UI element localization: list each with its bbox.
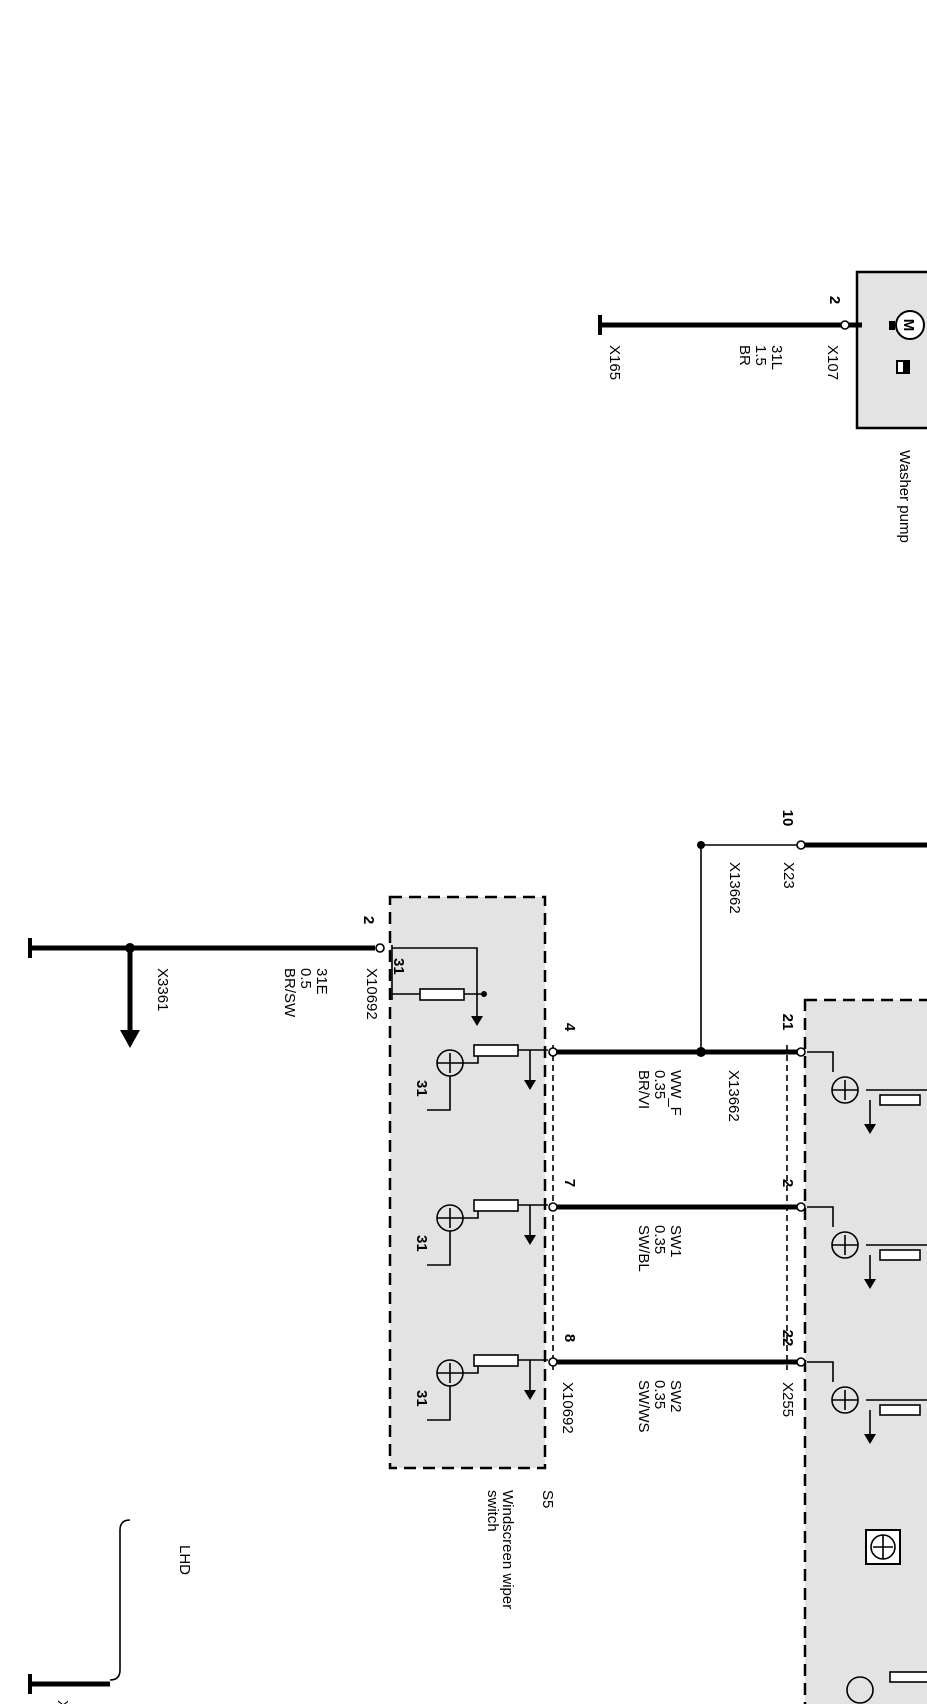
module-connector: X255 — [779, 1382, 796, 1417]
module-transistor-1 — [807, 1051, 927, 1134]
washer-pump-title: Washer pump — [896, 450, 913, 543]
signal-wires: 4 21 X13662 WW_F 0.35 BR/VI 7 2 SW1 0.35… — [548, 1014, 806, 1434]
motor-icon: M — [889, 310, 925, 340]
connector-pin-icon — [796, 840, 806, 850]
transistor-terminal: 31 — [413, 1235, 430, 1252]
washer-pump-pin: 2 — [826, 296, 843, 304]
switch-ground-wire-group: 2 X10692 31E 0.5 BR/SW X3361 — [28, 916, 385, 1048]
wiper-switch-box — [388, 895, 547, 1470]
lhd-note: LHD X — [28, 1519, 193, 1704]
switch-code: S5 — [539, 1490, 556, 1508]
switch-ground-circuit: 31 — [390, 945, 487, 1026]
switch-transistor-1: 31 — [413, 1044, 548, 1111]
switch-bottom-connector: X10692 — [559, 1382, 576, 1434]
switch-name-line2: switch — [484, 1490, 501, 1532]
washer-pump-wire-color: BR — [736, 345, 753, 366]
wire-sw1: 7 2 SW1 0.35 SW/BL — [548, 1179, 806, 1272]
switch-pin-8: 8 — [561, 1334, 578, 1342]
x23-splice: X13662 — [726, 862, 743, 914]
switch-ground-splice: X3361 — [154, 968, 171, 1011]
module-transistor-3 — [807, 1361, 927, 1444]
switch-ground-wire-size: 0.5 — [297, 968, 314, 989]
module-pin-2: 2 — [779, 1179, 796, 1187]
wire-2-size: 0.35 — [651, 1225, 668, 1254]
control-module — [803, 998, 927, 1704]
x23-connector: X23 — [780, 862, 797, 889]
wiper-switch: 31 31 31 3 — [388, 895, 556, 1609]
wire-1-size: 0.35 — [651, 1070, 668, 1099]
wire-1-splice: X13662 — [725, 1070, 742, 1122]
lhd-bracket — [109, 1519, 131, 1681]
module-pin-22: 22 — [779, 1330, 796, 1347]
washer-pump-section: M 2 X107 31L 1.5 BR X165 Washer pump — [598, 270, 927, 543]
transistor-terminal: 31 — [413, 1390, 430, 1407]
switch-name-line1: Windscreen wiper — [499, 1490, 516, 1609]
pump-symbol-icon — [896, 360, 910, 374]
module-transistor-4 — [846, 1671, 927, 1704]
washer-pump-component — [855, 270, 927, 430]
washer-pump-ground-label: X165 — [606, 345, 623, 380]
switch-transistor-3: 31 — [413, 1354, 548, 1421]
washer-pump-wire-id: 31L — [768, 345, 785, 370]
module-transistor-2 — [807, 1206, 927, 1289]
wire-2-id: SW1 — [667, 1225, 684, 1258]
switch-ground-pin: 2 — [360, 916, 377, 924]
control-unit-icon — [865, 1529, 901, 1565]
switch-ground-connector: X10692 — [363, 968, 380, 1020]
lhd-label: LHD — [176, 1545, 193, 1575]
wire-3-size: 0.35 — [651, 1380, 668, 1409]
wire-2-color: SW/BL — [635, 1225, 652, 1272]
connector-pin-icon — [840, 320, 850, 330]
x23-section: 10 X23 X13662 — [697, 810, 927, 1052]
switch-ground-wire-color: BR/SW — [281, 968, 298, 1018]
wire-1-color: BR/VI — [635, 1070, 652, 1109]
bottom-fragment-label: X — [54, 1700, 71, 1704]
wire-3-id: SW2 — [667, 1380, 684, 1413]
switch-ground-wire-id: 31E — [313, 968, 330, 995]
washer-pump-wire-size: 1.5 — [752, 345, 769, 366]
wire-1-id: WW_F — [667, 1070, 684, 1116]
wire-sw2: 8 22 X255 SW2 0.35 SW/WS X10692 — [548, 1330, 806, 1434]
washer-pump-connector: X107 — [824, 345, 841, 380]
x23-pin: 10 — [779, 810, 796, 827]
module-pin-21: 21 — [779, 1014, 796, 1031]
wire-ww-f: 4 21 X13662 WW_F 0.35 BR/VI — [548, 1014, 806, 1122]
wire-3-color: SW/WS — [635, 1380, 652, 1433]
arrow-down-icon — [120, 1030, 140, 1048]
switch-pin-7: 7 — [561, 1179, 578, 1187]
switch-pin-4: 4 — [561, 1023, 578, 1032]
switch-ground-terminal: 31 — [390, 958, 407, 975]
switch-transistor-2: 31 — [413, 1199, 548, 1266]
transistor-terminal: 31 — [413, 1080, 430, 1097]
svg-text:M: M — [900, 319, 917, 332]
